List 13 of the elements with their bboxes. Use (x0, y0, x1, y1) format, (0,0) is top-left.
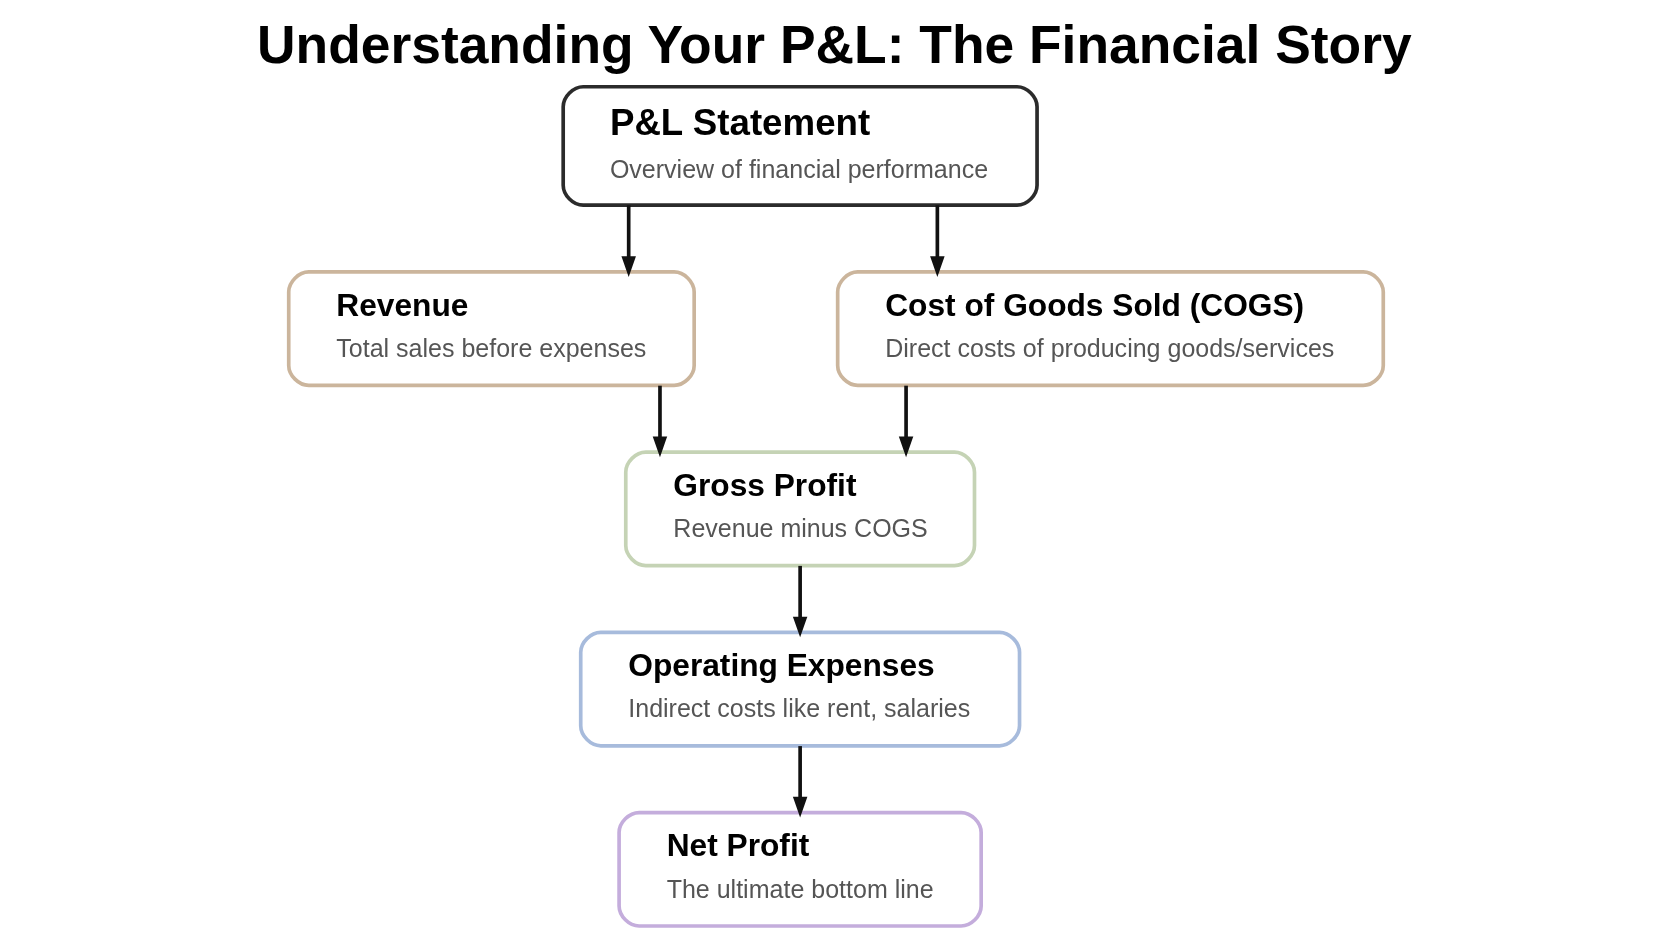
arrow (621, 205, 636, 278)
node-box: P&L Statement Overview of financial performance (561, 84, 1039, 208)
diagram-title: Understanding Your P&L: The Financial Story (257, 14, 1412, 74)
arrow (792, 746, 808, 818)
node-box: Net Profit The ultimate bottom line (617, 810, 983, 928)
node-box: Revenue Total sales before expenses (286, 270, 696, 388)
node-box: Gross Profit Revenue minus COGS (623, 450, 977, 568)
arrow (792, 565, 808, 638)
node-box: Operating Expenses Indirect costs like rent, salaries (578, 630, 1022, 748)
node-box: Cost of Goods Sold (COGS) Direct costs of producing goods/services (835, 270, 1386, 388)
arrow (898, 385, 914, 458)
arrow (930, 205, 945, 278)
arrow (652, 385, 668, 458)
